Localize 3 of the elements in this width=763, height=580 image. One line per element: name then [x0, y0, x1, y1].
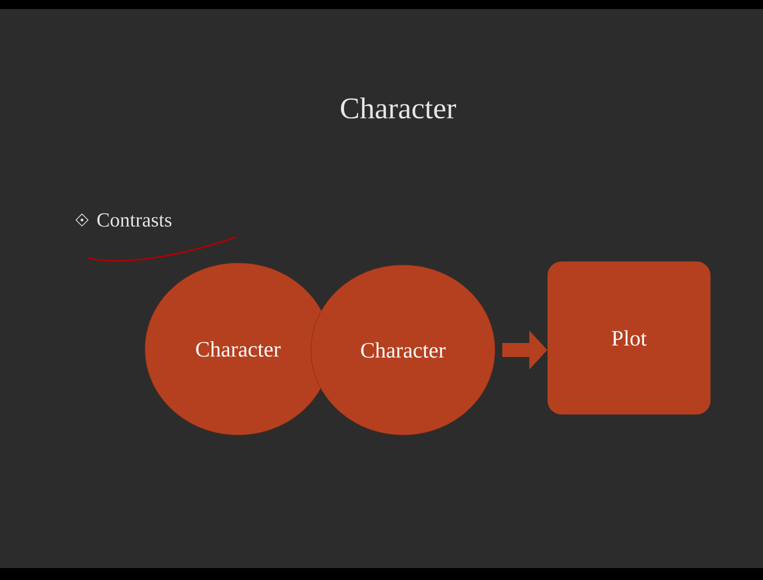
rounded-box: Plot — [548, 262, 710, 414]
slide-title: Character — [340, 97, 456, 119]
bullet-text: Contrasts — [97, 213, 172, 227]
